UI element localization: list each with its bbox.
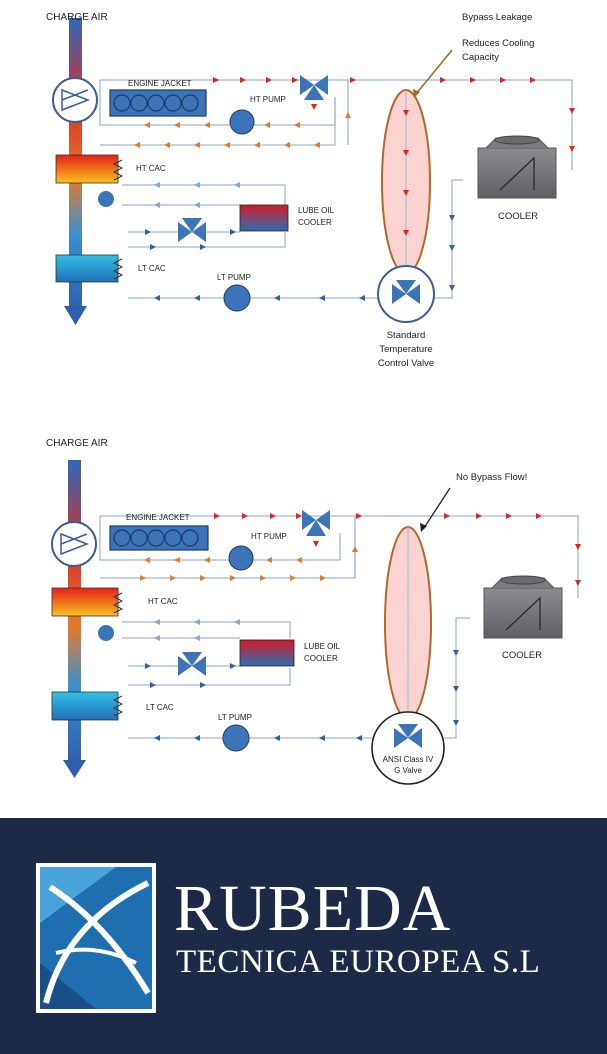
lube-oil-cooler: [239, 639, 295, 667]
lt-cac-label: LT CAC: [138, 264, 166, 273]
ht-cac-coil-icon: [112, 592, 124, 614]
lt-cac: [55, 254, 119, 283]
warm-flow-arrows: [134, 112, 351, 148]
lube-oil-label-2: COOLER: [304, 654, 338, 663]
tank-icon: [98, 191, 114, 207]
ansi-valve-icon: [394, 724, 422, 748]
ht-cac-coil-icon: [112, 159, 124, 181]
pipe-network: [99, 79, 573, 299]
lube-oil-label-1: LUBE OIL: [304, 642, 341, 651]
charge-air-label: CHARGE AIR: [46, 438, 108, 449]
callout-pointer: [415, 49, 453, 95]
turbocharger-icon: [52, 77, 98, 123]
valve-label-1: Standard: [387, 330, 426, 341]
cool-flow-arrows: [154, 182, 240, 208]
lt-cac-label: LT CAC: [146, 703, 174, 712]
cool-flow-arrows: [154, 619, 240, 641]
cooler-label: COOLER: [498, 211, 538, 222]
ht-pump-icon: [228, 545, 254, 571]
lube-valve-icon: [178, 218, 206, 242]
ansi-valve: [371, 711, 445, 785]
lt-pump-label: LT PUMP: [217, 273, 251, 282]
charge-air-label: CHARGE AIR: [46, 12, 108, 23]
cooler-label: COOLER: [502, 650, 542, 661]
callout-arrowhead: [420, 523, 427, 532]
valve-label-3: Control Valve: [378, 358, 434, 369]
brand-banner: RUBEDA TECNICA EUROPEA S.L: [0, 818, 607, 1054]
valve-label-2: G Valve: [394, 766, 422, 775]
tank-icon: [98, 625, 114, 641]
callout-line-2: Reduces Cooling: [462, 38, 534, 49]
turbocharger-blade-icon: [60, 532, 90, 556]
top-diagram: CHARGE AIR ENGINE JACKET HT PUMP HT CAC …: [0, 0, 607, 400]
lt-cac: [51, 691, 119, 721]
turbocharger-icon: [51, 521, 97, 567]
lt-pump-label: LT PUMP: [218, 713, 252, 722]
callout-arrowhead: [413, 89, 420, 98]
callout-line-1: Bypass Leakage: [462, 12, 532, 23]
brand-subtitle: TECNICA EUROPEA S.L: [176, 944, 541, 980]
charge-air-outlet-arrow: [64, 306, 87, 325]
control-valve-icon: [392, 280, 420, 304]
lt-cac-coil-icon: [112, 695, 124, 717]
lt-pump-icon: [223, 284, 251, 312]
callout-pointer: [423, 487, 451, 529]
charge-air-outlet-arrow: [63, 760, 86, 778]
top-diagram-svg: CHARGE AIR ENGINE JACKET HT PUMP HT CAC …: [46, 12, 575, 369]
brand-name: RUBEDA: [174, 872, 452, 945]
turbocharger-blade-icon: [61, 88, 91, 112]
valve-label-2: Temperature: [379, 344, 432, 355]
valve-label-1: ANSI Class IV: [383, 755, 434, 764]
ht-thermostatic-valve-icon: [302, 510, 330, 536]
warm-flow-arrows: [140, 546, 358, 581]
ht-cac: [51, 587, 119, 617]
ht-pump-icon: [229, 109, 255, 135]
bottom-diagram-svg: CHARGE AIR ENGINE JACKET HT PUMP HT CAC …: [46, 438, 581, 785]
rubeda-logo-icon: [36, 863, 156, 1013]
ht-cac-label: HT CAC: [148, 597, 178, 606]
bottom-diagram: CHARGE AIR ENGINE JACKET HT PUMP HT CAC …: [0, 428, 607, 808]
ht-pump-label: HT PUMP: [250, 95, 286, 104]
cold-flow-arrows: [145, 650, 459, 741]
cooler-icon: [477, 135, 557, 199]
engine-jacket-label: ENGINE JACKET: [126, 513, 190, 522]
ht-pump-label: HT PUMP: [251, 532, 287, 541]
callout-line-3: Capacity: [462, 52, 499, 63]
callout-line-1: No Bypass Flow!: [456, 472, 527, 483]
ht-thermostatic-valve-icon: [300, 75, 328, 100]
cooler-icon: [483, 575, 563, 639]
lt-pump-icon: [222, 724, 250, 752]
hot-flow-arrows: [214, 513, 581, 586]
lube-valve-icon: [178, 652, 206, 676]
lube-oil-label-2: COOLER: [298, 218, 332, 227]
engine-cylinders-icon: [113, 529, 199, 547]
ht-cac: [55, 154, 119, 184]
lube-oil-label-1: LUBE OIL: [298, 206, 335, 215]
cold-flow-arrows: [145, 215, 455, 301]
engine-jacket-label: ENGINE JACKET: [128, 79, 192, 88]
hot-flow-arrows: [213, 77, 575, 236]
ht-cac-label: HT CAC: [136, 164, 166, 173]
lt-cac-coil-icon: [112, 258, 124, 280]
engine-cylinders-icon: [113, 94, 199, 112]
pipe-network: [99, 515, 579, 739]
lube-oil-cooler: [239, 204, 289, 232]
